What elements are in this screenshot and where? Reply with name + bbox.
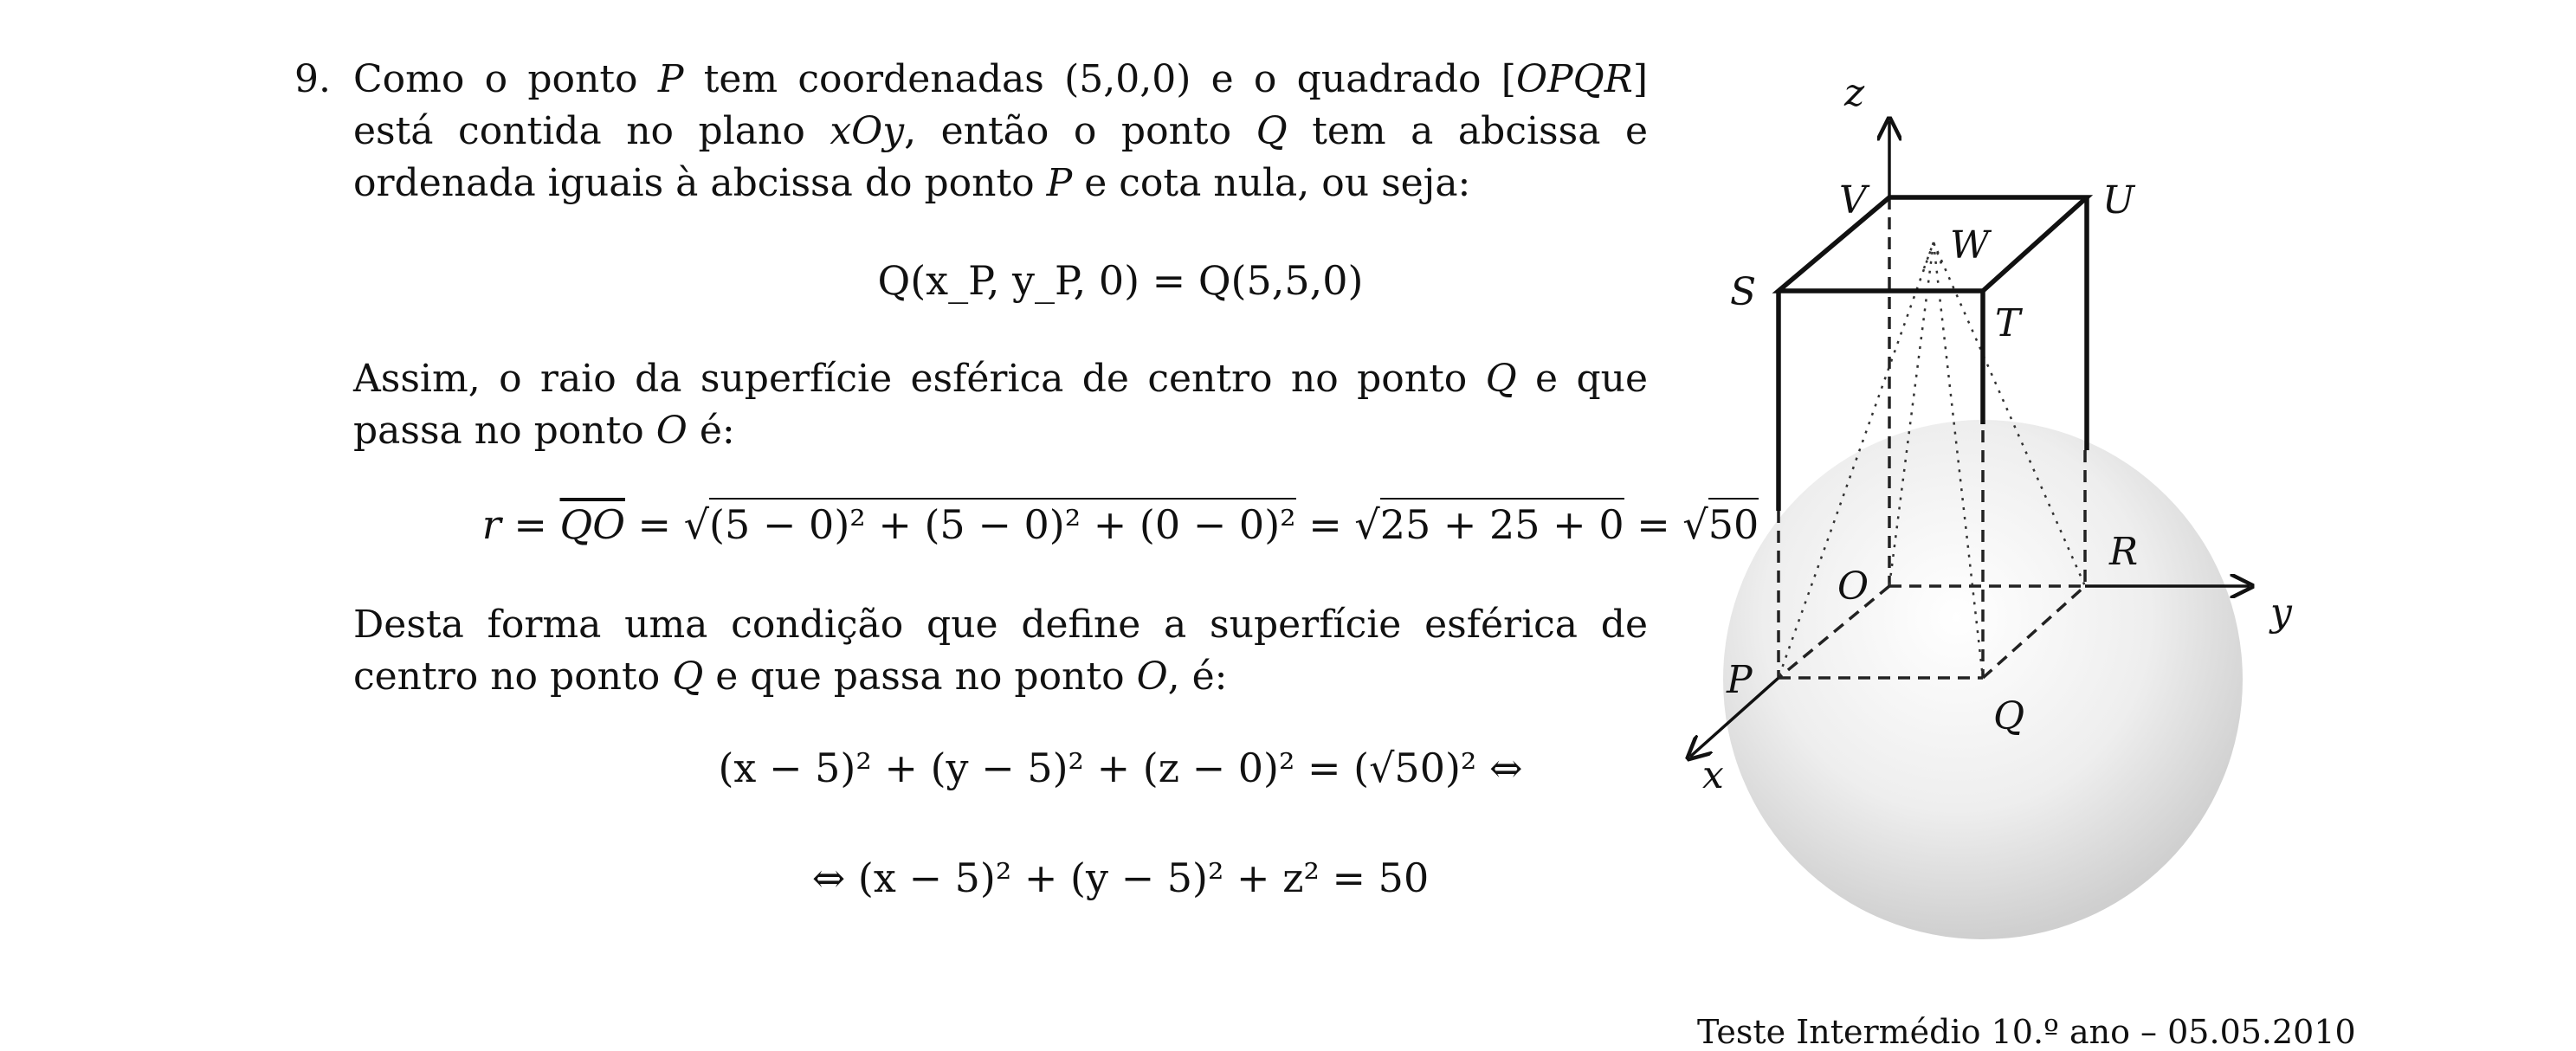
equation-radius: r = QO = √(5 − 0)² + (5 − 0)² + (0 − 0)²… [298,498,1943,551]
problem-number: 9. [294,57,331,101]
equation-sphere-2: ⇔ (x − 5)² + (y − 5)² + z² = 50 [811,854,1430,901]
footer-source: Teste Intermédio 10.º ano – 05.05.2010 [1697,1013,2356,1051]
label-z: z [1843,71,1865,115]
paragraph-2: Assim, o raio da superfície esférica de … [353,357,1648,453]
label-O: O [1837,564,1869,609]
label-T: T [1995,301,2024,345]
label-S: S [1730,270,1756,314]
sphere [1723,420,2243,939]
visible-edges [1772,195,2094,511]
label-U: U [2102,178,2136,222]
label-y: y [2269,590,2293,635]
equation-sphere-1: (x − 5)² + (y − 5)² + (z − 0)² = (√50)² … [718,745,1523,791]
label-Q: Q [1993,694,2024,738]
label-R: R [2108,530,2138,574]
paragraph-1: Como o ponto P tem coordenadas (5,0,0) e… [353,57,1649,205]
label-V: V [1839,178,1870,222]
paragraph-3: Desta forma uma condição que define a su… [353,603,1648,699]
equation-q-coordinates: Q(x_P, y_P, 0) = Q(5,5,0) [877,257,1364,304]
label-W: W [1950,223,1992,268]
figure-3d-diagram: z y x V U W S T O R P Q [1637,71,2293,939]
label-x: x [1702,753,1724,797]
pyramid-edges [1777,239,2087,679]
label-P: P [1726,658,1753,702]
x-axis [1690,676,1780,757]
